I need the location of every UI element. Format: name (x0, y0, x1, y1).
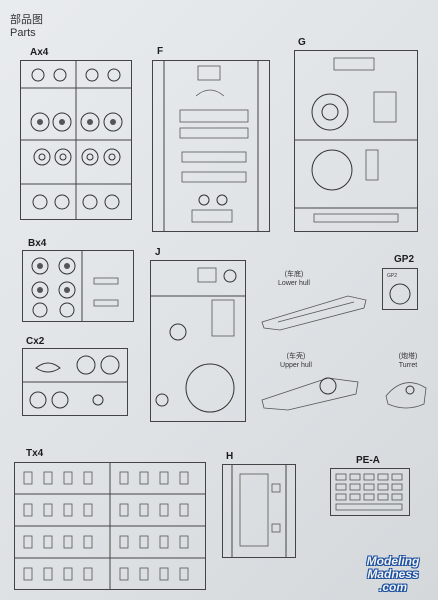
page-header: 部品图 Parts (10, 14, 43, 40)
sprue-label-h: H (226, 451, 234, 462)
sprue-c-drawing (22, 348, 128, 416)
sprue-label-j: J (155, 247, 161, 258)
pe-a-drawing (330, 468, 410, 516)
sprue-label-c: Cx2 (26, 336, 45, 347)
sprue-b-drawing (22, 250, 134, 322)
watermark-line2: Madness (367, 567, 419, 581)
upper-hull-drawing (261, 377, 359, 411)
turret-caption-cn: (炮塔) (398, 353, 418, 360)
sprue-h-drawing (222, 464, 296, 558)
sprue-a-drawing (20, 60, 132, 220)
lower-hull-caption-cn: (车底) (284, 271, 304, 278)
sprue-j-drawing (150, 260, 246, 422)
header-title-cn: 部品图 (10, 14, 43, 26)
sprue-label-t: Tx4 (26, 448, 44, 459)
sprue-label-gp2: GP2 (394, 254, 415, 265)
sprue-label-pe-a: PE-A (356, 455, 380, 466)
watermark-line3: .com (378, 580, 407, 594)
upper-hull-caption-cn: (车壳) (286, 353, 306, 360)
lower-hull-caption: Lower hull (278, 280, 310, 287)
sprue-f-drawing (152, 60, 270, 232)
turret-caption: Turret (398, 362, 418, 369)
watermark-line1: Modeling (366, 554, 420, 568)
turret-drawing (385, 382, 427, 409)
sprue-label-b: Bx4 (28, 238, 47, 249)
sprue-label-f: F (157, 46, 164, 57)
sprue-label-a: Ax4 (30, 47, 49, 58)
header-title-en: Parts (10, 27, 36, 39)
sprue-g-drawing (294, 50, 418, 232)
sprue-t-drawing (14, 462, 206, 590)
gp2-part-label: GP2 (387, 273, 398, 279)
upper-hull-caption: Upper hull (280, 362, 312, 369)
gp2-drawing (382, 268, 418, 310)
watermark: Modeling Madness .com (354, 555, 432, 594)
lower-hull-drawing (261, 295, 367, 331)
sprue-label-g: G (298, 37, 306, 48)
